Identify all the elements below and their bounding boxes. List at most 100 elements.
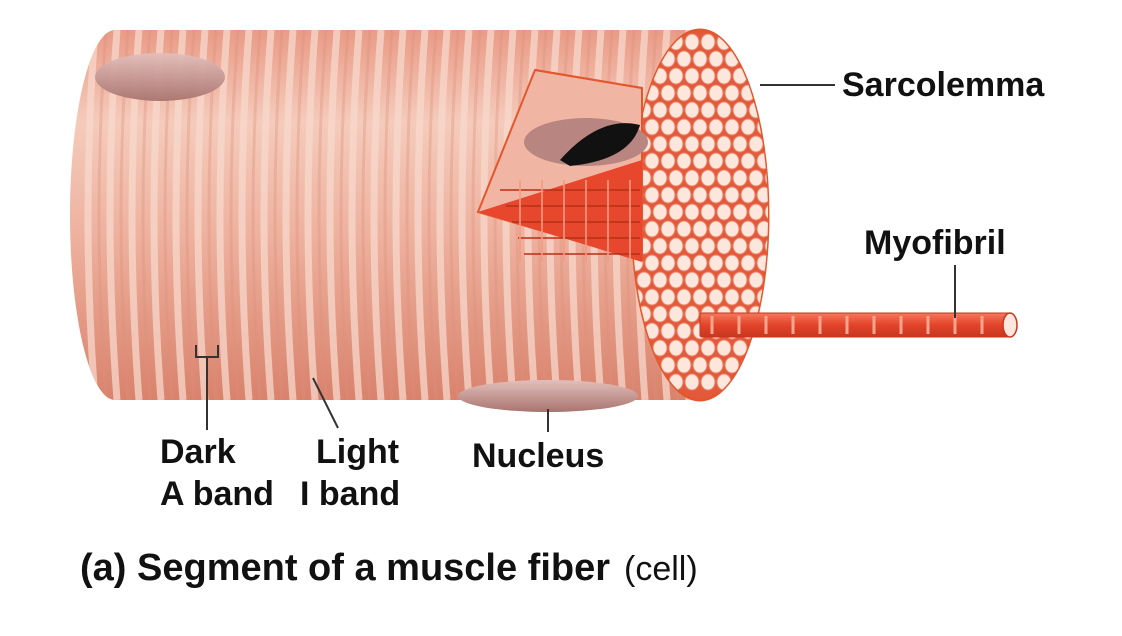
myofibril-end bbox=[749, 374, 763, 390]
myofibril-end bbox=[653, 102, 667, 118]
myofibril-end bbox=[693, 85, 707, 101]
myofibril-end bbox=[685, 340, 699, 356]
myofibril-end bbox=[709, 221, 723, 237]
myofibril-end bbox=[749, 68, 763, 84]
myofibril-end bbox=[757, 153, 771, 169]
myofibril-end bbox=[701, 102, 715, 118]
myofibril-end bbox=[661, 119, 675, 135]
myofibril-end bbox=[725, 221, 739, 237]
myofibril-end bbox=[725, 255, 739, 271]
myofibril-end bbox=[733, 238, 747, 254]
myofibril-end bbox=[741, 221, 755, 237]
myofibril-end bbox=[717, 374, 731, 390]
myofibril-end bbox=[741, 119, 755, 135]
myofibril-end bbox=[693, 51, 707, 67]
myofibril-end bbox=[685, 68, 699, 84]
myofibril-end bbox=[669, 136, 683, 152]
myofibril-end bbox=[685, 238, 699, 254]
myofibril-end bbox=[709, 187, 723, 203]
myofibril-end bbox=[749, 204, 763, 220]
myofibril-end bbox=[725, 153, 739, 169]
myofibril-end bbox=[677, 357, 691, 373]
myofibril-end bbox=[669, 102, 683, 118]
myofibril-end bbox=[637, 272, 651, 288]
myofibril-end bbox=[645, 153, 659, 169]
myofibril-end bbox=[669, 170, 683, 186]
myofibril-end bbox=[661, 323, 675, 339]
myofibril-end bbox=[757, 85, 771, 101]
myofibril-end bbox=[717, 170, 731, 186]
myofibril-end bbox=[677, 323, 691, 339]
myofibril-end bbox=[661, 221, 675, 237]
light-band-label-line1: Light bbox=[316, 433, 399, 471]
myofibril-end bbox=[685, 34, 699, 50]
myofibril-end bbox=[749, 34, 763, 50]
myofibril-end bbox=[661, 153, 675, 169]
myofibril-end bbox=[709, 357, 723, 373]
dark-band-label-line1: Dark bbox=[160, 433, 236, 471]
myofibril-end bbox=[645, 255, 659, 271]
myofibril-end bbox=[701, 34, 715, 50]
myofibril-end bbox=[685, 374, 699, 390]
myofibril-label: Myofibril bbox=[864, 224, 1006, 262]
myofibril-end bbox=[693, 153, 707, 169]
myofibril-end bbox=[749, 272, 763, 288]
myofibril-end bbox=[685, 272, 699, 288]
myofibril-end bbox=[677, 221, 691, 237]
myofibril-end bbox=[765, 34, 779, 50]
dark-band-label-line2: A band bbox=[160, 475, 274, 513]
myofibril-end bbox=[693, 357, 707, 373]
myofibril-end bbox=[757, 289, 771, 305]
light-band-label-line2: I band bbox=[300, 475, 400, 513]
myofibril-end bbox=[765, 204, 779, 220]
myofibril-end bbox=[701, 272, 715, 288]
myofibril-end bbox=[653, 136, 667, 152]
myofibril-end bbox=[653, 204, 667, 220]
myofibril-end bbox=[717, 136, 731, 152]
myofibril-end bbox=[645, 221, 659, 237]
myofibril-end bbox=[733, 170, 747, 186]
myofibril-end bbox=[709, 255, 723, 271]
myofibril-end bbox=[701, 204, 715, 220]
myofibril-end bbox=[733, 374, 747, 390]
myofibril-end bbox=[669, 204, 683, 220]
myofibril-end bbox=[733, 272, 747, 288]
nucleus-top bbox=[95, 53, 225, 101]
myofibril-end bbox=[749, 136, 763, 152]
myofibril-end bbox=[669, 68, 683, 84]
myofibril-end bbox=[669, 272, 683, 288]
myofibril-end bbox=[765, 340, 779, 356]
myofibril-end bbox=[733, 204, 747, 220]
myofibril-end bbox=[749, 340, 763, 356]
myofibril-end bbox=[677, 289, 691, 305]
myofibril-end bbox=[685, 204, 699, 220]
myofibril-end bbox=[685, 170, 699, 186]
myofibril-end bbox=[717, 68, 731, 84]
myofibril-end bbox=[765, 102, 779, 118]
myofibril-end bbox=[645, 289, 659, 305]
myofibril-end bbox=[709, 85, 723, 101]
myofibril-end bbox=[765, 136, 779, 152]
sarcolemma-label: Sarcolemma bbox=[842, 66, 1045, 104]
myofibril-end bbox=[725, 119, 739, 135]
myofibril-end bbox=[701, 238, 715, 254]
myofibril-end bbox=[677, 85, 691, 101]
myofibril-end bbox=[685, 136, 699, 152]
myofibril-end bbox=[709, 119, 723, 135]
myofibril-end bbox=[741, 187, 755, 203]
myofibril-end bbox=[717, 238, 731, 254]
myofibril-end bbox=[741, 255, 755, 271]
myofibril-end bbox=[741, 153, 755, 169]
myofibril-end bbox=[709, 153, 723, 169]
myofibril-end bbox=[645, 119, 659, 135]
myofibril-end bbox=[685, 306, 699, 322]
myofibril-end bbox=[693, 221, 707, 237]
myofibril-end bbox=[653, 272, 667, 288]
myofibril-end bbox=[693, 119, 707, 135]
caption-main: (a) Segment of a muscle fiber bbox=[80, 547, 610, 589]
myofibril-end bbox=[749, 238, 763, 254]
myofibril-end bbox=[669, 238, 683, 254]
myofibril-end bbox=[653, 238, 667, 254]
myofibril-end bbox=[741, 289, 755, 305]
